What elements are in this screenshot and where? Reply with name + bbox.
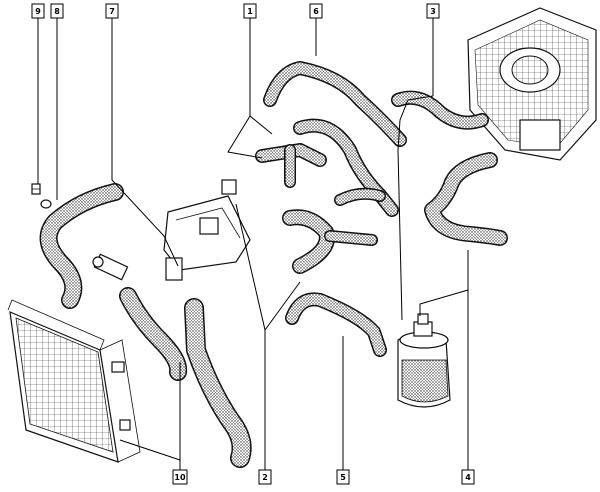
callout-2-label: 2: [262, 473, 268, 482]
callout-8-label: 8: [54, 7, 60, 16]
hose-6: [263, 61, 407, 147]
leader-lines: [37, 18, 469, 470]
seal-washer: [40, 199, 52, 209]
hose-1: [255, 118, 399, 217]
thermostat-housing: [163, 179, 251, 281]
callout-2: 2: [258, 469, 272, 485]
callout-5-label: 5: [340, 473, 346, 482]
heater-unit: [467, 7, 597, 161]
callout-3: 3: [426, 3, 440, 19]
callout-6: 6: [309, 3, 323, 19]
callout-3-label: 3: [430, 7, 436, 16]
callout-7: 7: [105, 3, 119, 19]
hose-3: [391, 90, 489, 130]
callout-4: 4: [461, 469, 475, 485]
expansion-tank: [397, 313, 451, 408]
radiator: [7, 299, 141, 463]
callout-9-label: 9: [35, 7, 41, 16]
hose-4: [424, 152, 508, 246]
callout-6-label: 6: [313, 7, 319, 16]
callout-4-label: 4: [465, 473, 471, 482]
callout-10: 10: [172, 469, 188, 485]
callout-8: 8: [50, 3, 64, 19]
hose-upper-connector: [334, 187, 386, 206]
hose-2: [282, 209, 378, 274]
callout-5: 5: [336, 469, 350, 485]
hose-5: [285, 292, 387, 357]
callout-1-label: 1: [247, 7, 253, 16]
bleed-screw: [31, 183, 41, 195]
callout-10-label: 10: [174, 473, 186, 482]
callout-1: 1: [243, 3, 257, 19]
hose-7: [39, 183, 124, 309]
callout-9: 9: [31, 3, 45, 19]
callout-7-label: 7: [109, 7, 115, 16]
hose-10: [119, 287, 252, 468]
sensor: [92, 253, 129, 281]
